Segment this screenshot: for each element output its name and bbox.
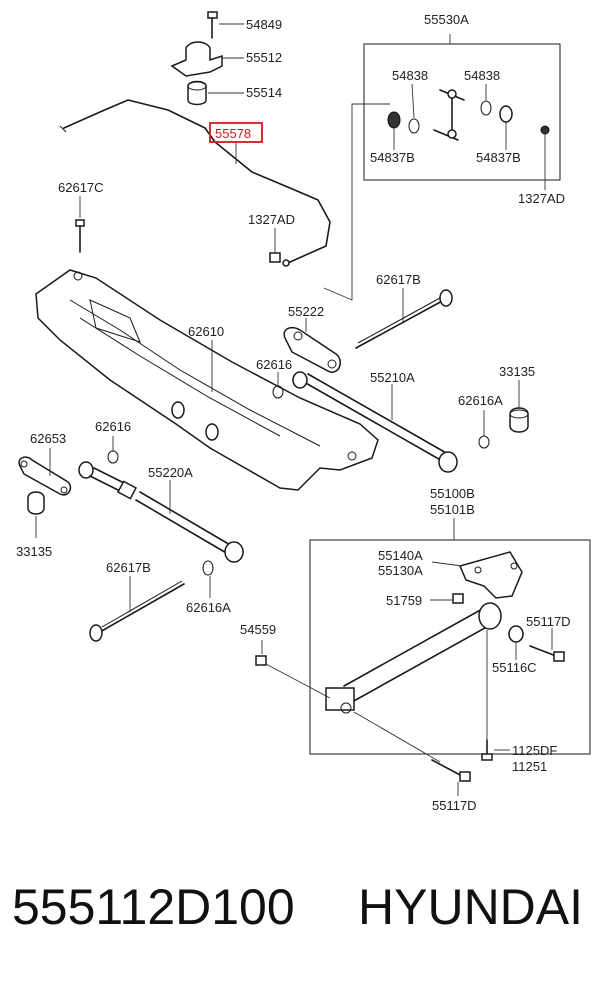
callout-55530A: 55530A [424,12,469,27]
bolt-62617B-upper [355,288,453,349]
bushing-33135-left [27,491,45,538]
washer-62616A-lower [202,560,214,598]
callout-62617C: 62617C [58,180,104,195]
callout-54838-left: 54838 [392,68,428,83]
callout-55220A: 55220A [148,465,193,480]
bolt-62617B-lower [89,576,185,642]
callout-54837B-left: 54837B [370,150,415,165]
bracket-55512 [170,41,244,77]
callout-55222: 55222 [288,304,324,319]
callout-55117D-right: 55117D [526,614,571,629]
callout-1327AD-right: 1327AD [518,191,565,206]
bolt-62617C [75,196,85,253]
callout-62616-upper: 62616 [256,357,292,372]
callout-55512: 55512 [246,50,282,65]
arm-55210A [292,371,458,473]
plate-55222 [283,318,341,373]
callout-54837B-right: 54837B [476,150,521,165]
callout-54849: 54849 [246,17,282,32]
callout-11251: 11251 [512,759,547,774]
callout-54838-right: 54838 [464,68,500,83]
callout-55116C: 55116C [492,660,537,675]
bolt-54849 [207,11,244,39]
highlight-box [209,122,263,143]
callout-labels: 54849 55512 55514 55578 55530A 54838 548… [16,12,571,813]
callout-62616A-lower: 62616A [186,600,231,615]
callout-55514: 55514 [246,85,282,100]
callout-33135-right: 33135 [499,364,535,379]
washer-62616-left [107,436,119,464]
callout-55117D-lower: 55117D [432,798,477,813]
link-kit-box [323,34,561,301]
part-number: 555112D100 [12,879,295,935]
callout-55130A: 55130A [378,563,423,578]
trailing-arm-box [309,518,591,761]
arm-55220A [78,461,244,563]
callout-55578: 55578 [215,126,251,141]
callout-55100B: 55100B [430,486,475,501]
brand-name: HYUNDAI [358,879,584,935]
callout-62653: 62653 [30,431,66,446]
callout-62617B-upper: 62617B [376,272,421,287]
callout-55210A: 55210A [370,370,415,385]
plate-62653 [18,448,72,496]
stabilizer-bar [59,99,331,267]
bushing-55514 [187,80,244,106]
nut-1327AD [269,228,281,263]
callout-51759: 51759 [386,593,422,608]
callout-1327AD-left: 1327AD [248,212,295,227]
nut-54559 [255,640,441,763]
callout-62616-left: 62616 [95,419,131,434]
crossmember-62610 [35,269,379,491]
washer-62616A-right [478,410,490,449]
parts-diagram: 54849 55512 55514 55578 55530A 54838 548… [16,11,591,813]
callout-1125DF: 1125DF [512,743,557,758]
bolt-55117D-lower [431,759,471,796]
bushing-33135-right [509,380,529,433]
callout-62617B-lower: 62617B [106,560,151,575]
callout-62610: 62610 [188,324,224,339]
callout-33135-left: 33135 [16,544,52,559]
washer-62616-upper [272,372,284,399]
callout-54559: 54559 [240,622,276,637]
callout-55140A: 55140A [378,548,423,563]
callout-55101B: 55101B [430,502,475,517]
callout-62616A-right: 62616A [458,393,503,408]
